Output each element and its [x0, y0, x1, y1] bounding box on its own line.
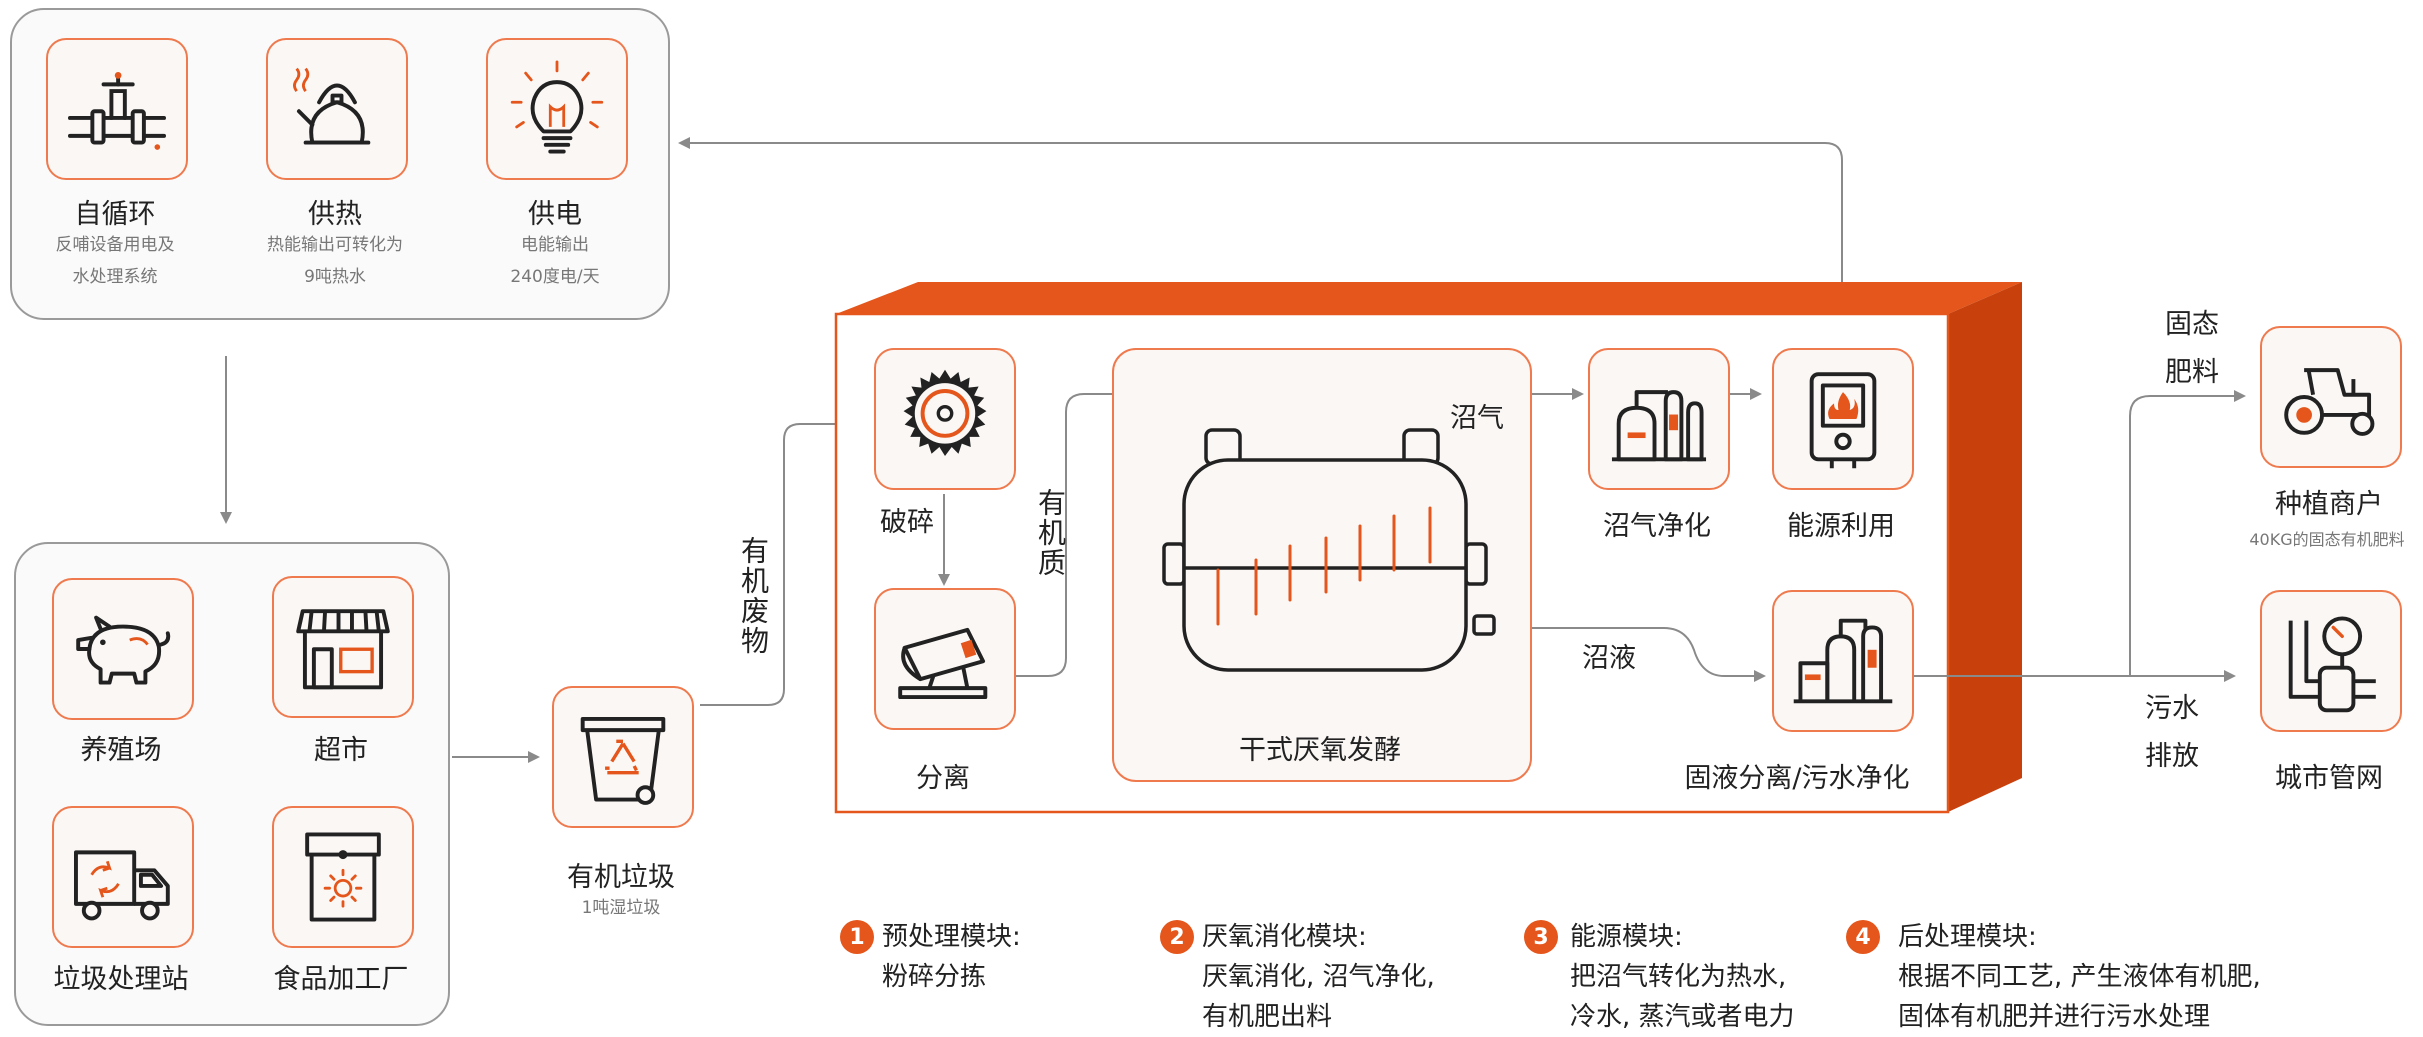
farm-merchant-desc: 40KG的固态有机肥料 — [2249, 530, 2405, 549]
tile-energy-use — [1772, 348, 1914, 490]
treatment-plant-icon — [1793, 618, 1893, 704]
legend-badge-2: 2 — [1160, 920, 1194, 954]
legend-2-line-2: 有机肥出料 — [1202, 1002, 1333, 1032]
legend-badge-3: 3 — [1524, 920, 1558, 954]
power-title: 供电 — [528, 199, 582, 230]
tile-crush — [874, 348, 1016, 490]
legend-2-line-1: 厌氧消化, 沼气净化, — [1202, 962, 1435, 992]
heating-title: 供热 — [308, 199, 362, 230]
legend-1-line-1: 粉碎分拣 — [882, 962, 987, 992]
recycle-bin-icon — [580, 716, 666, 805]
flow-label-solid-fertilizer-1: 固态 — [2165, 309, 2219, 340]
flow-label-organic-matter: 有机质 — [1034, 488, 1067, 578]
food-bag-icon — [305, 832, 381, 922]
legend-2-title: 厌氧消化模块: — [1202, 922, 1367, 952]
power-desc-1: 电能输出 — [521, 235, 589, 255]
garbage-station-title: 垃圾处理站 — [53, 964, 189, 995]
tile-power — [486, 38, 628, 180]
flow-label-organic-waste: 有机废物 — [737, 536, 770, 656]
tile-farm-animals — [52, 578, 194, 720]
city-network-title: 城市管网 — [2275, 763, 2383, 794]
pig-icon — [76, 615, 171, 685]
fermentation-title: 干式厌氧发酵 — [1239, 735, 1401, 766]
legend-4-line-2: 固体有机肥并进行污水处理 — [1898, 1002, 2211, 1032]
legend-3-line-2: 冷水, 蒸汽或者电力 — [1570, 1002, 1795, 1032]
self-circulation-desc-1: 反哺设备用电及 — [55, 235, 175, 255]
gas-tanks-icon — [1611, 390, 1707, 462]
tractor-icon — [2284, 368, 2375, 436]
legend-1-title: 预处理模块: — [882, 922, 1021, 952]
farm-merchant-title: 种植商户 — [2275, 489, 2383, 520]
flow-label-digestate: 沼液 — [1582, 643, 1636, 674]
solid-liquid-title: 固液分离/污水净化 — [1684, 763, 1910, 794]
heating-desc-1: 热能输出可转化为 — [267, 235, 403, 255]
food-factory-title: 食品加工厂 — [273, 964, 409, 995]
separator-machine-icon — [898, 627, 988, 700]
tile-city-network — [2260, 590, 2402, 732]
flow-label-sewage-1: 污水 — [2145, 693, 2199, 724]
tile-farm-merchant — [2260, 326, 2402, 468]
tile-biogas-purify — [1588, 348, 1730, 490]
digester-tank-icon — [1162, 428, 1496, 672]
organic-waste-title: 有机垃圾 — [567, 862, 675, 893]
power-desc-2: 240度电/天 — [510, 267, 600, 287]
legend-badge-1: 1 — [840, 920, 874, 954]
tile-food-factory — [272, 806, 414, 948]
kettle-icon — [293, 67, 371, 145]
self-circulation-desc-2: 水处理系统 — [72, 267, 158, 287]
biogas-purify-title: 沼气净化 — [1603, 511, 1711, 542]
heating-desc-2: 9吨热水 — [304, 267, 366, 287]
tile-separate — [874, 588, 1016, 730]
lightbulb-icon — [510, 60, 604, 154]
tile-self-circulation — [46, 38, 188, 180]
tile-garbage-station — [52, 806, 194, 948]
legend-3-title: 能源模块: — [1570, 922, 1683, 952]
garbage-truck-icon — [74, 850, 170, 921]
saw-blade-icon — [903, 369, 987, 456]
farm-title: 养殖场 — [80, 735, 162, 766]
energy-use-title: 能源利用 — [1787, 511, 1895, 542]
tile-heating — [266, 38, 408, 180]
tile-organic-waste — [552, 686, 694, 828]
legend-4-title: 后处理模块: — [1898, 922, 2037, 952]
pipe-gauge-icon — [2288, 616, 2376, 713]
legend-4-line-1: 根据不同工艺, 产生液体有机肥, — [1898, 962, 2261, 992]
self-circulation-title: 自循环 — [74, 199, 156, 230]
tile-solid-liquid — [1772, 590, 1914, 732]
flow-label-solid-fertilizer-2: 肥料 — [2165, 357, 2219, 388]
legend-badge-4: 4 — [1846, 920, 1880, 954]
crush-title: 破碎 — [880, 507, 934, 538]
pipe-valve-icon — [68, 72, 167, 150]
flow-label-sewage-2: 排放 — [2145, 741, 2199, 772]
separate-title: 分离 — [916, 763, 970, 794]
supermarket-title: 超市 — [314, 735, 368, 766]
organic-waste-desc: 1吨湿垃圾 — [581, 898, 661, 918]
boiler-icon — [1809, 372, 1877, 469]
store-icon — [296, 609, 390, 690]
legend-3-line-1: 把沼气转化为热水, — [1570, 962, 1787, 992]
flow-label-biogas: 沼气 — [1450, 403, 1504, 434]
tile-supermarket — [272, 576, 414, 718]
